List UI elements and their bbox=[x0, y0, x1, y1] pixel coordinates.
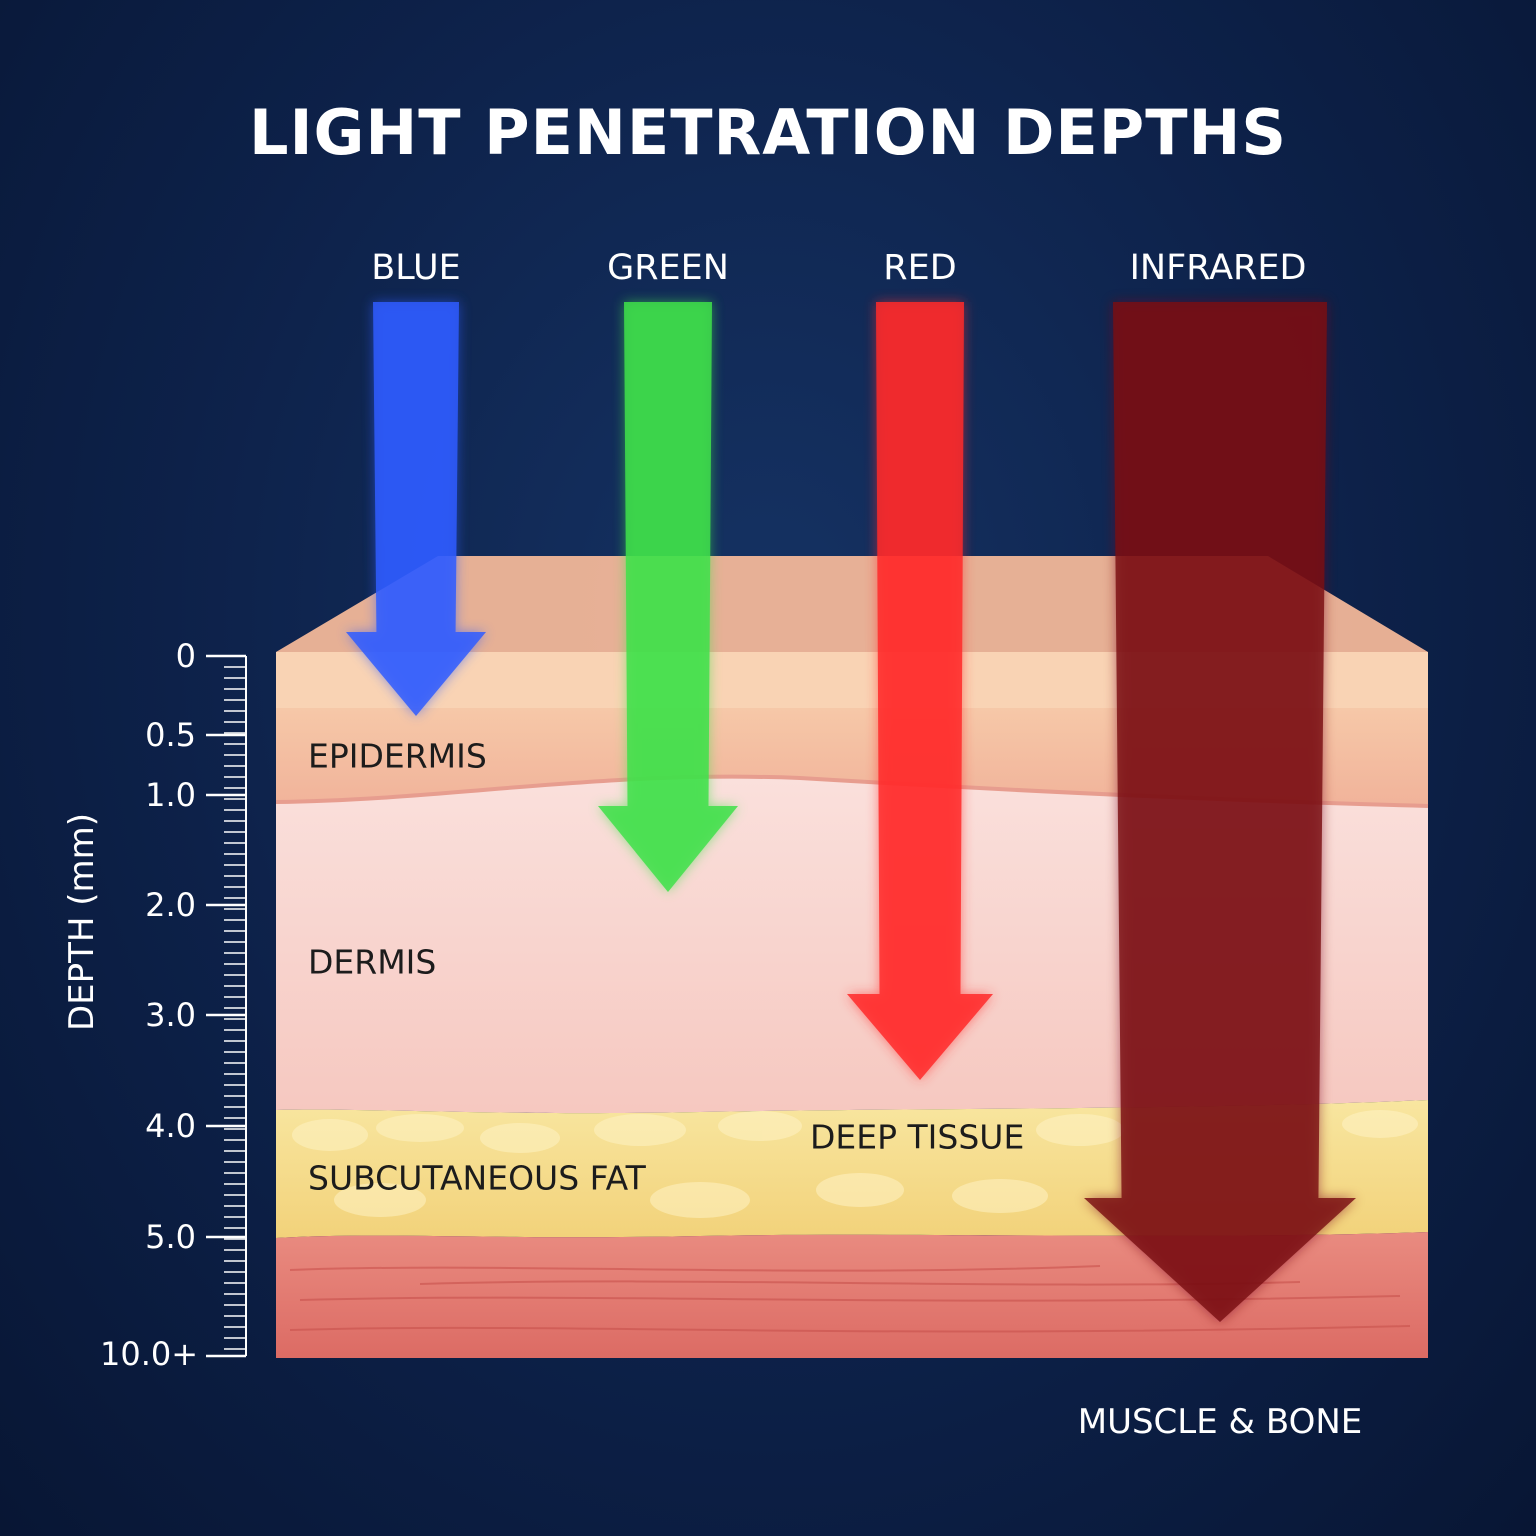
light-label-green: GREEN bbox=[607, 248, 729, 288]
tick-label-5-0: 5.0 bbox=[145, 1218, 196, 1256]
tick-label-1-0: 1.0 bbox=[145, 776, 196, 814]
arrow-blue bbox=[346, 302, 486, 716]
arrow-red bbox=[847, 302, 993, 1080]
page-title: LIGHT PENETRATION DEPTHS bbox=[248, 96, 1288, 169]
tick-label-0-5: 0.5 bbox=[145, 716, 196, 754]
light-label-red: RED bbox=[883, 248, 957, 288]
muscle-layer bbox=[276, 1232, 1428, 1358]
tick-label-2-0: 2.0 bbox=[145, 886, 196, 924]
light-arrows bbox=[346, 302, 1356, 1322]
label-subcutaneous-fat: SUBCUTANEOUS FAT bbox=[308, 1158, 646, 1198]
label-epidermis: EPIDERMIS bbox=[308, 736, 487, 776]
fat-globules bbox=[292, 1110, 1418, 1218]
depth-ruler bbox=[206, 654, 247, 1358]
label-dermis: DERMIS bbox=[308, 942, 437, 982]
label-deep-tissue: DEEP TISSUE bbox=[810, 1117, 1025, 1157]
tick-label-4-0: 4.0 bbox=[145, 1107, 196, 1145]
label-muscle-bone: MUSCLE & BONE bbox=[1077, 1402, 1363, 1442]
tick-label-0: 0 bbox=[175, 637, 196, 675]
arrow-infrared bbox=[1084, 302, 1356, 1322]
light-label-blue: BLUE bbox=[371, 248, 461, 288]
muscle-fibers bbox=[289, 1265, 1411, 1333]
depth-axis-title: DEPTH (mm) bbox=[62, 812, 102, 1032]
arrow-green bbox=[598, 302, 738, 892]
tick-label-3-0: 3.0 bbox=[145, 996, 196, 1034]
light-label-infrared: INFRARED bbox=[1129, 248, 1307, 288]
tick-label-10-0-plus: 10.0+ bbox=[100, 1335, 199, 1373]
